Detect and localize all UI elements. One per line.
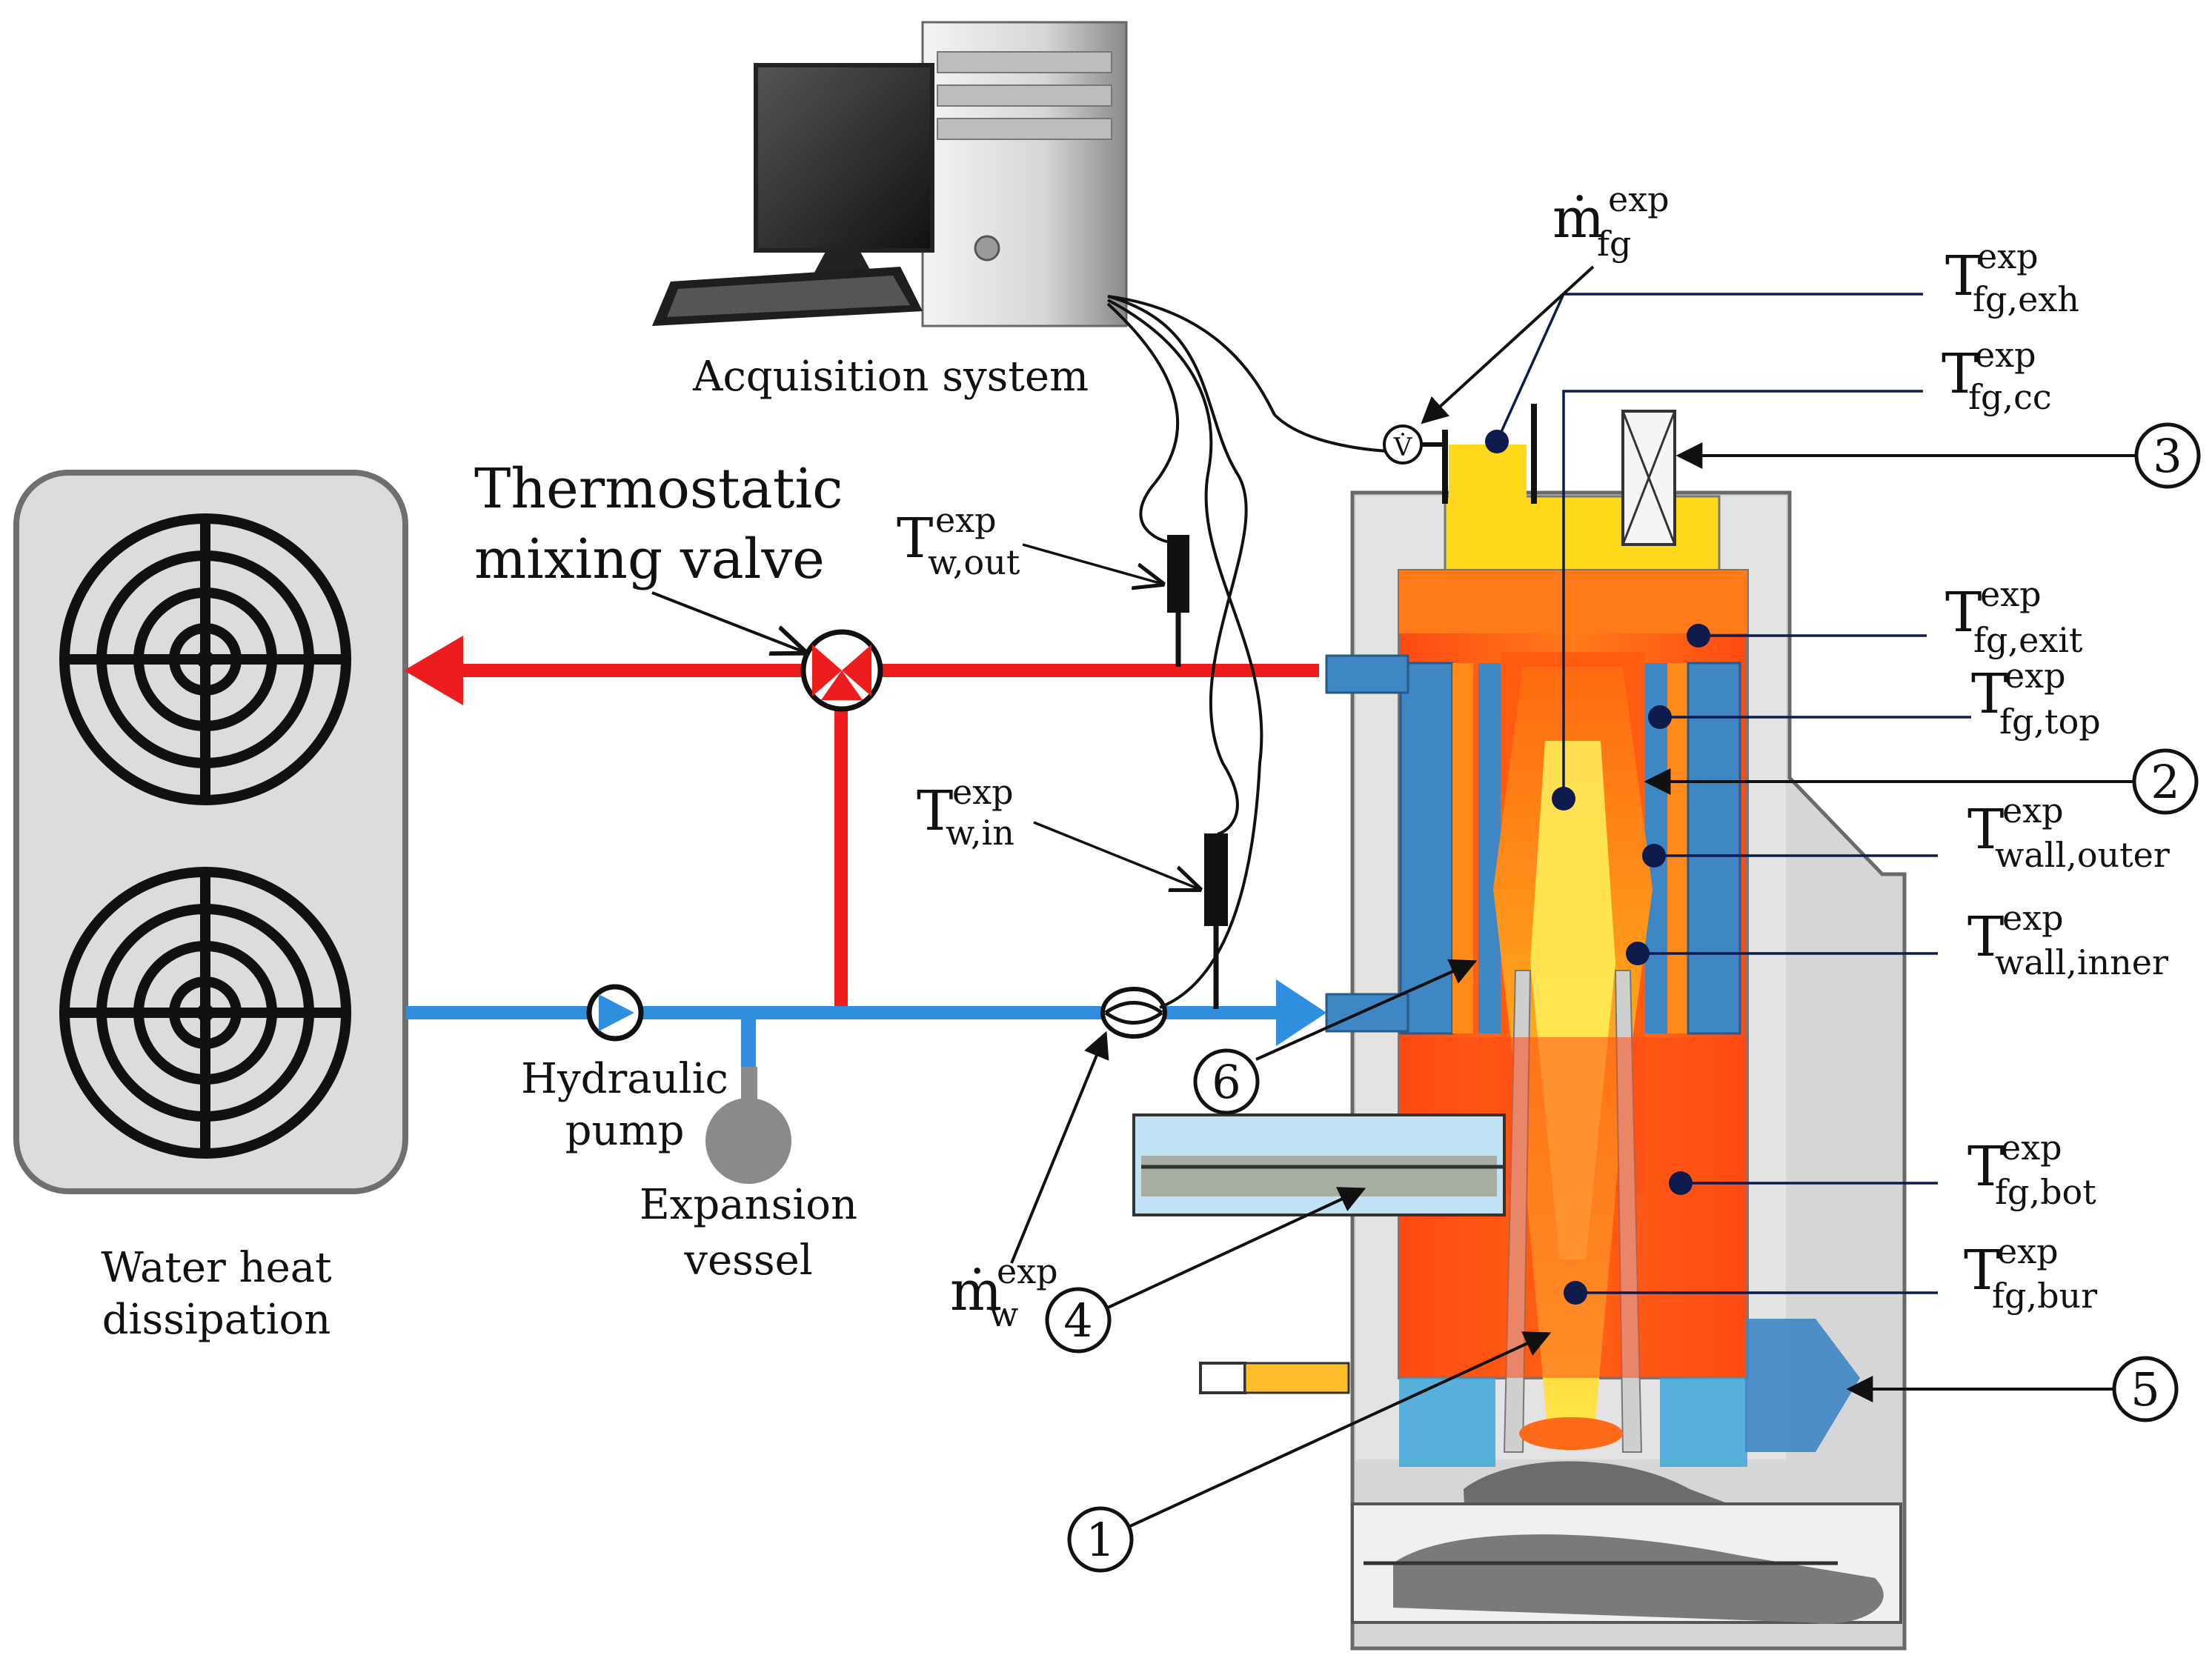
volume-flow-symbol: V̇ xyxy=(1393,433,1413,462)
pump-label-2: pump xyxy=(565,1107,685,1155)
t-w-out-subscript: w,out xyxy=(928,542,1020,582)
mixing-valve-label-1: Thermostatic xyxy=(474,457,843,521)
t-fg-bot-subscript: fg,bot xyxy=(1995,1172,2096,1212)
t-wall-inner-symbol: T xyxy=(1967,905,2004,969)
t-fg-top-superscript: exp xyxy=(2005,656,2066,696)
t-fg-cc-symbol: T xyxy=(1942,342,1978,406)
t-fg-bot-superscript: exp xyxy=(2001,1128,2062,1168)
water-outlet-temperature-sensor xyxy=(1167,535,1189,667)
t-fg-bot-symbol: T xyxy=(1967,1135,2004,1199)
pump-label-1: Hydraulic xyxy=(521,1055,728,1103)
mixing-valve-icon xyxy=(800,629,883,712)
t-fg-cc-superscript: exp xyxy=(1975,335,2036,375)
hot-water-line xyxy=(404,636,1319,1009)
expansion-vessel-icon xyxy=(705,1067,791,1184)
mfg-leader xyxy=(1421,265,1595,425)
water-inlet-temperature-sensor xyxy=(1204,833,1228,1009)
t-wall-outer-superscript: exp xyxy=(2002,790,2064,830)
flue-gas-flow-meter-icon: V̇ xyxy=(1383,425,1447,465)
label-t-fg-exit: T exp fg,exit xyxy=(1945,574,2083,660)
t-fg-bur-subscript: fg,bur xyxy=(1992,1276,2097,1316)
computer-icon xyxy=(652,21,1128,327)
callout-6: 6 xyxy=(1193,959,1478,1115)
sensor-cables xyxy=(1106,295,1412,1009)
t-fg-cc-subscript: fg,cc xyxy=(1968,377,2052,417)
fan-icon xyxy=(59,867,351,1159)
t-fg-exh-superscript: exp xyxy=(1977,236,2039,276)
mixing-valve-leader xyxy=(651,591,804,652)
acquisition-system-label: Acquisition system xyxy=(692,353,1089,401)
heat-dissipation-label-2: dissipation xyxy=(102,1296,331,1344)
pump-icon xyxy=(586,984,644,1042)
mfg-subscript: fg xyxy=(1597,224,1631,264)
callout-5-number: 5 xyxy=(2130,1362,2159,1416)
t-wall-outer-subscript: wall,outer xyxy=(1995,835,2170,875)
mfg-superscript: exp xyxy=(1608,179,1670,219)
t-wall-inner-subscript: wall,inner xyxy=(1995,942,2168,982)
label-t-fg-bot: T exp fg,bot xyxy=(1967,1128,2096,1212)
t-fg-exh-subscript: fg,exh xyxy=(1973,279,2079,319)
t-fg-exit-subscript: fg,exit xyxy=(1973,620,2083,660)
t-w-in-superscript: exp xyxy=(952,772,1014,812)
label-t-wall-outer: T exp wall,outer xyxy=(1967,790,2170,875)
t-fg-exh-symbol: T xyxy=(1945,244,1982,308)
expansion-vessel-label-1: Expansion xyxy=(640,1181,857,1229)
mw-subscript: w xyxy=(989,1294,1018,1334)
callout-4: 4 xyxy=(1045,1187,1366,1354)
t-fg-top-subscript: fg,top xyxy=(1999,702,2101,742)
label-t-w-in: T exp w,in xyxy=(917,772,1014,853)
label-t-fg-top: T exp fg,top xyxy=(1971,656,2101,742)
callout-3: 3 xyxy=(1675,422,2201,489)
mfg-symbol: ṁ xyxy=(1552,187,1604,250)
sensor-leader-lines xyxy=(1495,293,1971,1294)
label-t-w-out: T exp w,out xyxy=(897,500,1020,582)
t-w-out-symbol: T xyxy=(897,507,933,570)
mw-symbol: ṁ xyxy=(950,1259,1002,1323)
callout-6-number: 6 xyxy=(1212,1055,1240,1109)
label-t-fg-cc: T exp fg,cc xyxy=(1942,335,2052,417)
mixing-valve-label-2: mixing valve xyxy=(474,527,825,591)
t-w-in-subscript: w,in xyxy=(946,813,1014,853)
water-flow-meter-icon xyxy=(1100,987,1167,1039)
mw-superscript: exp xyxy=(997,1251,1058,1291)
callout-2: 2 xyxy=(1644,748,2199,815)
t-fg-exit-superscript: exp xyxy=(1980,574,2042,614)
label-t-fg-exh: T exp fg,exh xyxy=(1945,236,2079,319)
t-fg-top-symbol: T xyxy=(1971,662,2007,726)
heat-dissipation-unit xyxy=(13,470,408,1194)
label-t-fg-bur: T exp fg,bur xyxy=(1964,1231,2097,1316)
pellet-boiler xyxy=(1132,404,1907,1651)
callout-1-number: 1 xyxy=(1086,1513,1115,1567)
callout-1: 1 xyxy=(1067,1331,1552,1573)
callout-3-number: 3 xyxy=(2153,429,2182,483)
t-wall-inner-superscript: exp xyxy=(2002,898,2064,938)
t-w-out-leader xyxy=(1022,543,1162,584)
t-fg-bur-symbol: T xyxy=(1964,1239,2000,1302)
label-mfg: ṁ exp fg xyxy=(1552,179,1670,264)
t-w-in-symbol: T xyxy=(917,779,953,843)
fan-icon xyxy=(59,513,351,805)
mw-leader xyxy=(1010,1031,1109,1264)
label-mw: ṁ exp w xyxy=(950,1251,1058,1334)
t-fg-bur-superscript: exp xyxy=(1997,1231,2059,1271)
callout-4-number: 4 xyxy=(1063,1294,1092,1348)
t-fg-exit-symbol: T xyxy=(1945,581,1982,645)
t-w-out-superscript: exp xyxy=(935,500,997,540)
expansion-vessel-label-2: vessel xyxy=(683,1236,812,1285)
callout-2-number: 2 xyxy=(2150,755,2179,809)
callout-5: 5 xyxy=(1846,1356,2179,1422)
heat-dissipation-label-1: Water heat xyxy=(101,1244,332,1292)
label-t-wall-inner: T exp wall,inner xyxy=(1967,898,2168,982)
t-wall-outer-symbol: T xyxy=(1967,798,2004,862)
t-w-in-leader xyxy=(1033,821,1199,889)
